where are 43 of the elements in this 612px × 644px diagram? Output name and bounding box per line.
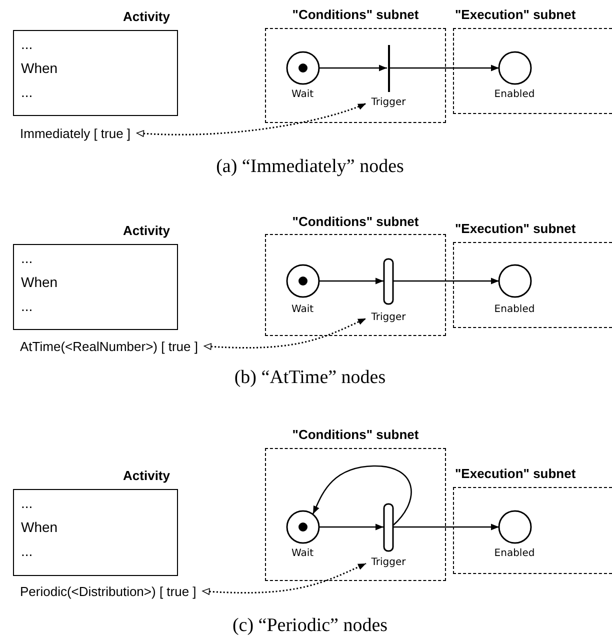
body-text: ...: [21, 495, 33, 511]
figure-caption: (a) “Immediately” nodes: [215, 156, 405, 178]
body-text: ...: [21, 298, 33, 314]
figure-caption: (c) “Periodic” nodes: [231, 615, 389, 637]
dotted-arrow: [136, 102, 366, 137]
place-label: Enabled: [493, 548, 536, 560]
transition-label: Trigger: [370, 556, 407, 568]
body-text: ...: [21, 84, 33, 100]
activity-heading: Activity: [123, 468, 170, 483]
dotted-arrow: [202, 562, 366, 595]
place-label: Enabled: [493, 88, 536, 100]
arrow: [312, 465, 412, 526]
body-text: ...: [21, 36, 33, 52]
activity-heading: Activity: [123, 9, 170, 24]
arrow: [394, 524, 499, 530]
subnet-heading: "Conditions" subnet: [291, 214, 420, 229]
arrow: [319, 278, 384, 284]
transition-label: Trigger: [370, 312, 407, 324]
dotted-arrow: [204, 318, 366, 350]
activity-heading: Activity: [123, 223, 170, 238]
place-label: Wait: [290, 88, 315, 100]
subnet-heading: "Conditions" subnet: [291, 427, 420, 442]
arrow: [319, 64, 387, 72]
guard-condition-text: AtTime(<RealNumber>) [ true ]: [20, 339, 198, 354]
subnet-heading: "Conditions" subnet: [291, 7, 420, 22]
place-label: Enabled: [493, 304, 536, 316]
guard-condition-text: Immediately [ true ]: [20, 126, 131, 141]
subnet-heading: "Execution" subnet: [455, 466, 576, 481]
arrow: [390, 64, 499, 72]
body-text: ...: [21, 543, 33, 559]
body-text: When: [21, 60, 58, 76]
arrow: [319, 524, 384, 530]
body-text: ...: [21, 250, 33, 266]
arrow: [394, 278, 499, 284]
place-label: Wait: [290, 304, 315, 316]
body-text: When: [21, 519, 58, 535]
place-label: Wait: [290, 548, 315, 560]
figure-caption: (b) “AtTime” nodes: [233, 367, 387, 389]
guard-condition-text: Periodic(<Distribution>) [ true ]: [20, 584, 196, 599]
body-text: When: [21, 274, 58, 290]
transition-label: Trigger: [370, 96, 407, 108]
subnet-heading: "Execution" subnet: [455, 221, 576, 236]
subnet-heading: "Execution" subnet: [455, 7, 576, 22]
